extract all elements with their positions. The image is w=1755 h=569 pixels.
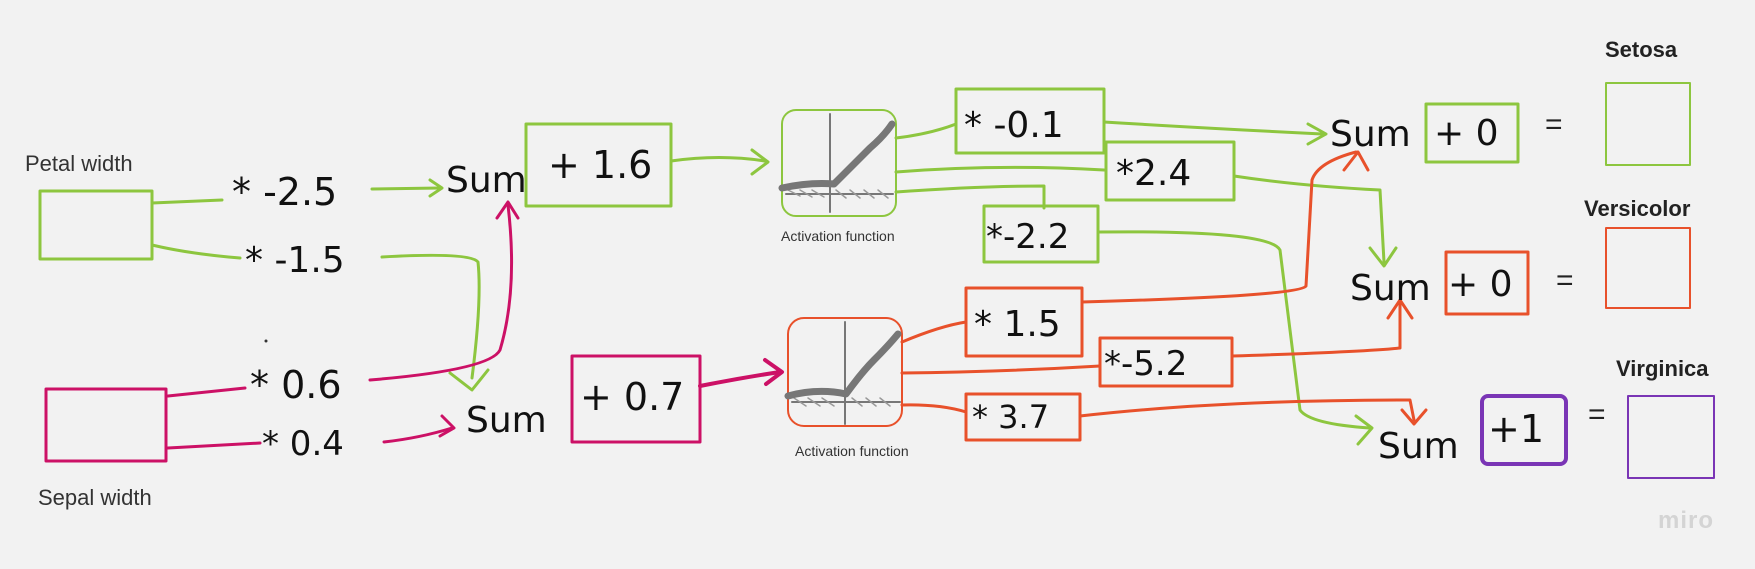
arrowhead-sum-versicolor-green (1368, 246, 1398, 268)
arrowhead-activation-top (750, 148, 770, 176)
w-top-versicolor-box[interactable] (1104, 140, 1236, 202)
petal-width-label: Petal width (25, 151, 133, 176)
bias-top-value: + 1.6 (548, 143, 652, 187)
bias-setosa-value: + 0 (1434, 113, 1499, 154)
arrowhead-sum-bottom-green (448, 368, 490, 392)
w-top-versicolor-value: *2.4 (1116, 153, 1191, 194)
virginica-output-box[interactable] (1627, 395, 1715, 479)
w-bottom-versicolor-box[interactable] (1098, 336, 1234, 388)
bias-versicolor-box[interactable] (1444, 250, 1530, 316)
petal-top-to-sum-top-line (370, 186, 442, 191)
arrowhead-sum-bottom-magenta (438, 414, 456, 438)
virginica-label: Virginica (1616, 356, 1709, 381)
equals-virginica: = (1588, 398, 1606, 431)
bias-virginica-value: +1 (1488, 407, 1544, 451)
w-bottom-virginica-to-sum-line (1078, 398, 1416, 422)
sum-setosa-label: Sum (1330, 114, 1411, 155)
w-bottom-setosa-box[interactable] (964, 286, 1084, 358)
equals-versicolor: = (1556, 264, 1574, 297)
w-top-setosa-value: * -0.1 (964, 105, 1064, 146)
weight-sepal-bottom: * 0.4 (262, 424, 344, 464)
bias-bottom-box[interactable] (570, 354, 702, 444)
sum-bottom-label: Sum (466, 400, 547, 441)
arrowhead-sum-top (428, 178, 444, 198)
w-top-virginica-value: *-2.2 (986, 217, 1069, 257)
activation-function-bottom[interactable] (784, 317, 903, 427)
activation-label-top: Activation function (781, 228, 895, 244)
sepal-width-input-box[interactable] (44, 387, 168, 463)
arrowhead-sum-virginica-green (1354, 414, 1374, 446)
act-bottom-to-w-virginica-line (900, 403, 968, 414)
arrowhead-sum-setosa-green (1306, 122, 1328, 146)
stray-dot (264, 339, 268, 343)
activation-function-top[interactable] (778, 109, 897, 217)
versicolor-label: Versicolor (1584, 196, 1691, 221)
arrowhead-sum-top-magenta (495, 200, 520, 220)
arrowhead-sum-versicolor-red (1386, 298, 1414, 320)
miro-watermark: miro (1658, 507, 1714, 534)
setosa-output-box[interactable] (1605, 82, 1691, 166)
w-top-virginica-box[interactable] (982, 204, 1100, 264)
arrowhead-sum-setosa-red (1342, 150, 1370, 172)
act-bottom-to-w-setosa-line (900, 320, 968, 344)
act-top-to-w-versicolor-line (894, 165, 1106, 174)
arrowhead-activation-bottom (763, 358, 784, 386)
act-bottom-to-w-versicolor-line (900, 364, 1102, 375)
w-bottom-setosa-to-sum-line (1080, 150, 1358, 304)
weight-petal-top: * -2.5 (232, 170, 337, 214)
w-bottom-versicolor-to-sum-line (1230, 300, 1402, 358)
act-top-to-w-setosa-line (894, 122, 958, 140)
sum-versicolor-label: Sum (1350, 268, 1431, 309)
weight-petal-bottom: * -1.5 (245, 240, 345, 281)
bias-setosa-box[interactable] (1424, 102, 1520, 164)
petal-width-input-box[interactable] (38, 189, 154, 261)
bias-bottom-value: + 0.7 (580, 375, 684, 419)
bias-versicolor-value: + 0 (1448, 264, 1513, 305)
w-bottom-virginica-value: * 3.7 (972, 398, 1049, 436)
act-top-to-w-virginica-line (894, 184, 1046, 210)
w-bottom-setosa-value: * 1.5 (974, 304, 1061, 345)
bias-virginica-box[interactable] (1480, 394, 1568, 466)
petal-to-weight-top-line (150, 198, 224, 205)
sepal-to-weight-bottom-line (166, 441, 262, 450)
sum-virginica-label: Sum (1378, 426, 1459, 467)
petal-bottom-to-sum-bottom-line (380, 253, 481, 380)
sum-top-label: Sum (446, 160, 527, 201)
petal-to-weight-bottom-line (150, 243, 242, 260)
sepal-bottom-to-sum-bottom-line (382, 426, 454, 444)
w-top-setosa-to-sum-line (1102, 120, 1324, 136)
sepal-to-weight-top-line (166, 386, 247, 398)
weight-sepal-top: * 0.6 (250, 363, 342, 407)
bias-top-to-activation-line (669, 156, 767, 163)
bias-bottom-to-activation-line (698, 370, 782, 388)
equals-setosa: = (1545, 108, 1563, 141)
versicolor-output-box[interactable] (1605, 227, 1691, 309)
w-top-versicolor-to-sum-line (1232, 174, 1386, 264)
arrowhead-sum-virginica-red (1400, 408, 1428, 426)
sepal-width-label: Sepal width (38, 485, 152, 510)
activation-label-bottom: Activation function (795, 443, 909, 459)
w-bottom-versicolor-value: *-5.2 (1104, 344, 1187, 384)
bias-top-box[interactable] (524, 122, 673, 208)
w-top-virginica-to-sum-line (1096, 230, 1372, 430)
sepal-top-to-sum-top-line (368, 203, 514, 382)
setosa-label: Setosa (1605, 37, 1678, 62)
